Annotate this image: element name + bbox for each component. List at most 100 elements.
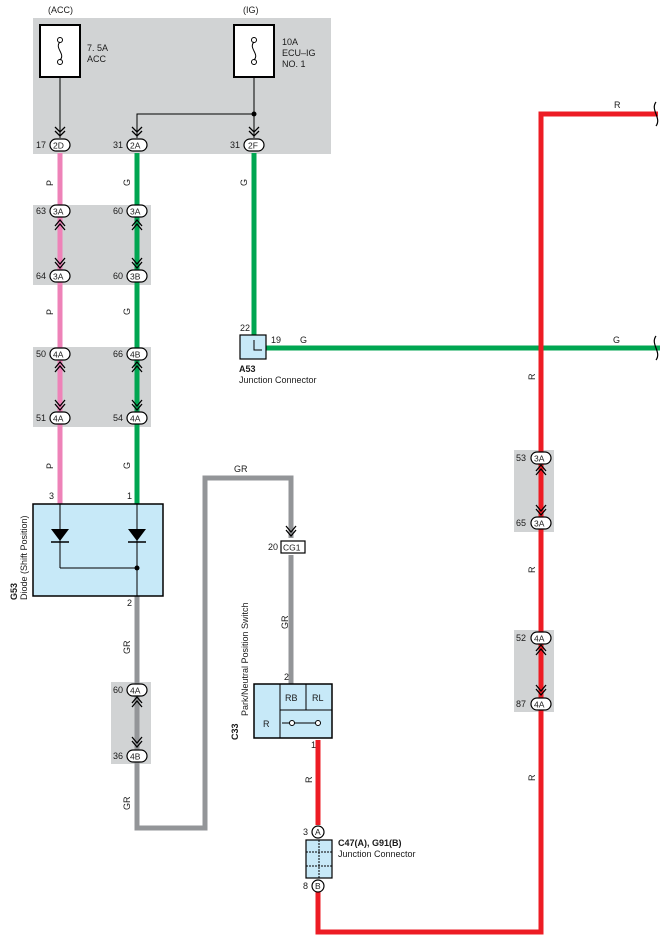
conn-3A-3: 3A <box>53 272 64 282</box>
fuse-box-internal-wires <box>59 78 255 138</box>
a53-name: Junction Connector <box>239 375 317 385</box>
wire-label-R-top: R <box>614 100 621 110</box>
fuse-acc-rating: 7. 5A <box>87 43 108 53</box>
c33-switch <box>253 683 333 739</box>
conn-4A-4: 4A <box>130 686 141 696</box>
switch-pin-2: 2 <box>284 672 289 682</box>
pin-22: 22 <box>240 323 250 333</box>
conn-4B-1: 4B <box>130 350 141 360</box>
wire-label-G-horizontal-2: G <box>613 335 620 345</box>
fuse-acc-name: ACC <box>87 54 107 64</box>
conn-2F: 2F <box>248 141 258 151</box>
fuse-ecu-ig <box>233 24 275 78</box>
g53-diode <box>32 503 164 597</box>
pin-51: 51 <box>36 413 46 423</box>
c33-rl: RL <box>312 693 324 703</box>
fuse-box-panel <box>33 18 331 154</box>
a53-code: A53 <box>239 364 256 374</box>
wire-red-bottom <box>315 111 658 935</box>
conn-3B: 3B <box>130 272 141 282</box>
pin-66: 66 <box>113 349 123 359</box>
wire-label-G-1: G <box>122 179 132 186</box>
c33-name: Park/Neutral Position Switch <box>240 602 250 716</box>
labels: (ACC) (IG) 7. 5A ACC 10A ECU–IG NO. 1 17… <box>9 5 621 891</box>
conn-4A-6: 4A <box>534 700 545 710</box>
splice-dot <box>251 111 257 117</box>
fuse-ig-name2: NO. 1 <box>282 59 306 69</box>
pin-65: 65 <box>516 518 526 528</box>
c47-name: Junction Connector <box>338 849 416 859</box>
conn-CG1: CG1 <box>283 543 301 553</box>
conn-3A-2: 3A <box>130 207 141 217</box>
conn-4A-1: 4A <box>53 350 64 360</box>
g53-name: Diode (Shift Position) <box>19 515 29 600</box>
pin-50: 50 <box>36 349 46 359</box>
pin-36: 36 <box>113 751 123 761</box>
ig-label: (IG) <box>243 5 259 15</box>
pin-53: 53 <box>516 453 526 463</box>
c47-connector <box>305 839 333 879</box>
wire-break-top-right <box>653 101 659 127</box>
wire-break-mid-right <box>653 335 659 361</box>
pin-63: 63 <box>36 206 46 216</box>
connector-arrows <box>54 126 547 749</box>
conn-4A-2: 4A <box>53 414 64 424</box>
pin-17: 17 <box>36 140 46 150</box>
conn-2A: 2A <box>130 141 141 151</box>
wire-label-GR-top: GR <box>234 464 248 474</box>
pin-19: 19 <box>271 335 281 345</box>
pin-54: 54 <box>113 413 123 423</box>
fuse-ig-name: ECU–IG <box>282 48 316 58</box>
conn-2D: 2D <box>53 141 64 151</box>
wire-label-R-3: R <box>527 566 537 573</box>
wire-label-R-4: R <box>527 774 537 781</box>
jc-pin-3: 3 <box>303 827 308 837</box>
wire-label-GR-1: GR <box>122 640 132 654</box>
wire-gray <box>134 475 294 831</box>
a53-connector <box>239 334 267 360</box>
diode-pin-2: 2 <box>127 598 132 608</box>
conn-4B-2: 4B <box>130 752 141 762</box>
wire-label-R-2: R <box>527 373 537 380</box>
c33-r: R <box>263 719 270 729</box>
wire-label-P-2: P <box>45 309 55 315</box>
jc-pin-A: A <box>315 827 321 837</box>
connector-pills <box>49 138 552 893</box>
wire-label-G-3: G <box>122 308 132 315</box>
fuse-acc <box>39 24 81 78</box>
fuse-ig-rating: 10A <box>282 37 298 47</box>
pin-60a: 60 <box>113 206 123 216</box>
pin-64: 64 <box>36 271 46 281</box>
c33-code: C33 <box>230 723 240 740</box>
pin-20: 20 <box>268 542 278 552</box>
conn-4A-5: 4A <box>534 634 545 644</box>
wire-label-G-4: G <box>122 462 132 469</box>
pin-60b: 60 <box>113 271 123 281</box>
wire-label-G-horizontal-1: G <box>300 335 307 345</box>
wire-label-GR-3: GR <box>280 615 290 629</box>
switch-pin-1: 1 <box>311 740 316 750</box>
conn-3A-5: 3A <box>534 519 545 529</box>
conn-3A-1: 3A <box>53 207 64 217</box>
wires <box>57 111 660 935</box>
jc-pin-8: 8 <box>303 881 308 891</box>
acc-label: (ACC) <box>48 5 73 15</box>
diode-pin-3: 3 <box>49 491 54 501</box>
c47-code: C47(A), G91(B) <box>338 838 402 848</box>
pin-31b: 31 <box>230 140 240 150</box>
pin-60c: 60 <box>113 685 123 695</box>
pin-52: 52 <box>516 633 526 643</box>
pin-87: 87 <box>516 699 526 709</box>
pin-31a: 31 <box>113 140 123 150</box>
conn-4A-3: 4A <box>130 414 141 424</box>
wire-label-P-1: P <box>45 180 55 186</box>
g53-code: G53 <box>9 583 19 600</box>
wire-label-G-2: G <box>239 179 249 186</box>
jc-pin-B: B <box>315 881 321 891</box>
c33-rb: RB <box>285 693 298 703</box>
wire-label-GR-2: GR <box>122 796 132 810</box>
wire-label-P-3: P <box>45 463 55 469</box>
conn-3A-4: 3A <box>534 454 545 464</box>
wire-label-R-1: R <box>304 776 314 783</box>
